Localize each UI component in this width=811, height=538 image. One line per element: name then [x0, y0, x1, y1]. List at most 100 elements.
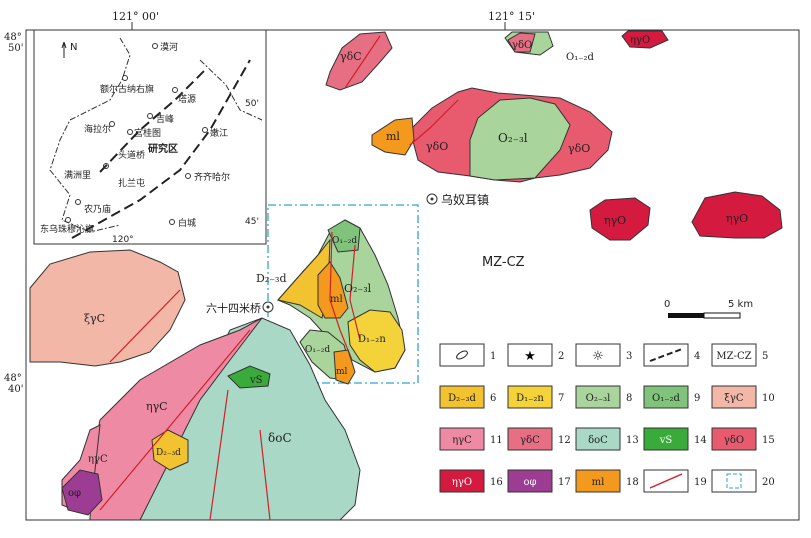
coord-121-00: 121° 00' [112, 10, 159, 23]
legend-swatch [575, 385, 621, 409]
red-line-icon [649, 473, 683, 489]
label-O12d-study: O₁₋₂d [332, 236, 357, 246]
legend-swatch [507, 385, 553, 409]
coord-40-b: 40' [8, 384, 23, 395]
dashed-box-icon [726, 473, 742, 489]
inset-city: 东乌珠穆沁旗 [40, 223, 94, 235]
unit-ml-lower [333, 349, 356, 385]
inset-study-area: 研究区 [148, 142, 178, 155]
coord-121-15: 121° 15' [488, 10, 535, 23]
legend-number: 4 [694, 351, 700, 362]
scale-five: 5 km [728, 299, 753, 310]
legend-text: MZ-CZ [716, 351, 751, 362]
legend-number: 10 [762, 393, 775, 404]
legend-number: 1 [490, 351, 496, 362]
inset-minute-50: 50' [245, 99, 259, 109]
legend-number: 19 [694, 477, 707, 488]
label-ngO-right2: ηγO [726, 212, 748, 225]
inset-minute-45: 45' [245, 217, 259, 227]
unit-ngO-right2 [691, 191, 783, 239]
inset-city: 海拉尔 [84, 123, 111, 135]
label-D23d-study: D₂₋₃d [256, 272, 287, 285]
legend-number: 14 [694, 435, 707, 446]
legend-text: ηγC [452, 435, 472, 446]
coord-48-a: 48° [4, 32, 22, 43]
inset-map [33, 29, 267, 245]
legend-number: 12 [558, 435, 571, 446]
label-gdO-center-right: γδO [568, 142, 590, 155]
label-ml-lower: ml [336, 367, 348, 377]
label-D23d-lower: D₂₋₃d [156, 448, 181, 458]
legend-text: D₂₋₃d [448, 393, 476, 404]
inset-city: 吉峰 [156, 114, 174, 125]
legend-text: O₂₋₃l [586, 393, 611, 404]
legend-swatch [711, 343, 757, 367]
legend-number: 18 [626, 477, 639, 488]
legend-text: vS [659, 435, 673, 446]
legend-text: ηγO [452, 477, 472, 488]
label-ml-study: ml [330, 294, 343, 305]
legend-swatch [507, 343, 553, 367]
legend-number: 7 [558, 393, 564, 404]
legend-number: 17 [558, 477, 571, 488]
inset-city: 白城 [178, 217, 196, 229]
legend-number: 2 [558, 351, 564, 362]
legend-swatch [507, 469, 553, 493]
unit-of [61, 469, 103, 516]
legend-swatch [439, 343, 485, 367]
unit-O12d-study [327, 219, 361, 253]
label-O23l-center: O₂₋₃l [498, 131, 528, 145]
inset-city: 嫩江 [210, 127, 228, 139]
label-town-64m: 六十四米桥 [206, 301, 261, 315]
label-of: oφ [68, 488, 81, 499]
town-icon: ☼ [592, 349, 604, 364]
label-O12d-lower: O₁₋₂d [305, 345, 330, 355]
fault-line-icon [649, 348, 683, 362]
legend-number: 15 [762, 435, 775, 446]
unit-ml-center [371, 117, 415, 156]
inset-north: N [70, 42, 77, 53]
legend-number: 16 [490, 477, 503, 488]
legend-number: 6 [490, 393, 496, 404]
legend-swatch [711, 385, 757, 409]
legend-number: 13 [626, 435, 639, 446]
legend-swatch [439, 427, 485, 451]
legend-number: 5 [762, 351, 768, 362]
legend-number: 11 [490, 435, 503, 446]
legend-text: ξγC [724, 393, 743, 404]
label-O23l-study: O₂₋₃l [344, 282, 372, 295]
scale-zero: 0 [664, 299, 670, 310]
label-ngC-left: ηγC [88, 454, 108, 465]
legend-swatch [439, 469, 485, 493]
unit-xgC [29, 249, 186, 367]
outcrop-icon [456, 350, 468, 360]
coord-48-b: 48° [4, 373, 22, 384]
legend-swatch [643, 427, 689, 451]
coord-50-a: 50' [8, 43, 23, 54]
label-O12d-top: O₁₋₂d [566, 52, 594, 63]
legend-text: O₁₋₂d [652, 393, 680, 404]
label-gdO-top: γδO [512, 40, 532, 51]
unit-gdC-top [325, 31, 393, 91]
legend-swatch [575, 427, 621, 451]
legend-number: 9 [694, 393, 700, 404]
inset-city: 宫桂图 [134, 127, 161, 139]
label-town-wunuer: 乌奴耳镇 [441, 192, 489, 207]
inset-city: 塔源 [178, 93, 196, 105]
inset-fault [71, 59, 251, 239]
star-icon: ★ [524, 349, 536, 364]
label-doC: δoC [268, 431, 292, 445]
legend-swatch [439, 385, 485, 409]
inset-lon-120: 120° [112, 235, 134, 245]
label-ngO-right1: ηγO [604, 214, 626, 227]
legend-swatch [643, 385, 689, 409]
legend-swatch [575, 469, 621, 493]
legend-text: δoC [588, 435, 608, 446]
label-gdO-center-left: γδO [426, 140, 448, 153]
inset-city: 齐齐哈尔 [194, 171, 230, 183]
legend-number: 8 [626, 393, 632, 404]
unit-ml-study [317, 261, 349, 319]
legend-text: γδC [520, 435, 540, 446]
